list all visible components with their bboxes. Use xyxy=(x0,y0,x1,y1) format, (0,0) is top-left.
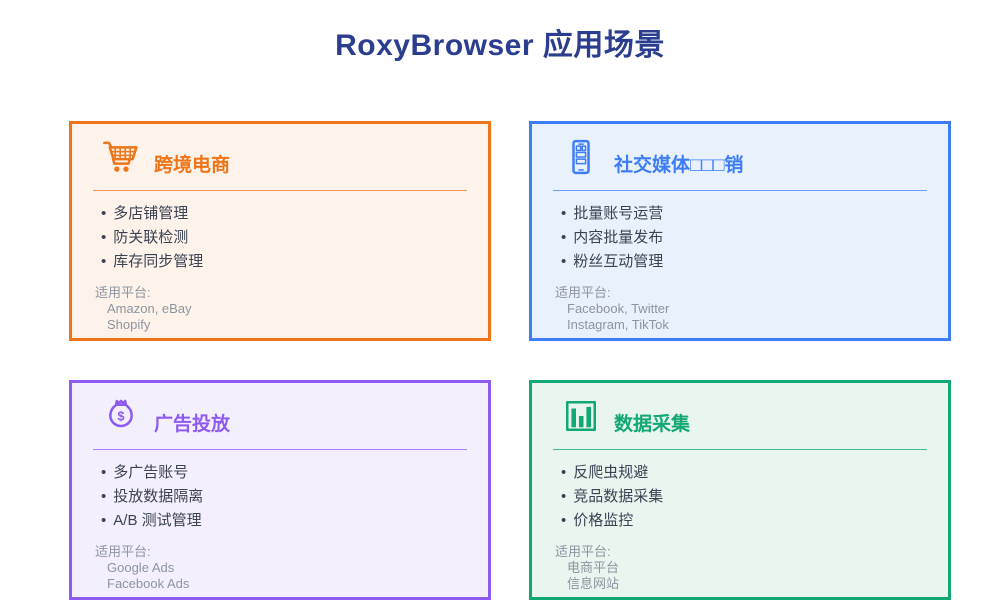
platforms-block: 适用平台: Google Ads Facebook Ads xyxy=(93,543,467,592)
card-title: 跨境电商 xyxy=(154,154,231,176)
platform-line: 信息网站 xyxy=(567,576,620,591)
svg-text:$: $ xyxy=(118,410,125,424)
card-title: 数据采集 xyxy=(614,413,691,435)
divider xyxy=(93,190,467,191)
divider xyxy=(93,449,467,450)
shopping-cart-icon xyxy=(101,137,141,177)
card-title: 社交媒体□□□销 xyxy=(614,154,744,176)
card-header: 跨境电商 xyxy=(93,124,467,186)
platforms-label: 适用平台: xyxy=(555,285,611,300)
platforms-label: 适用平台: xyxy=(95,544,151,559)
feature-item: 投放数据隔离 xyxy=(101,485,467,509)
feature-list: 批量账号运营 内容批量发布 粉丝互动管理 xyxy=(553,202,927,274)
money-bag-icon: $ xyxy=(101,396,141,436)
feature-item: 粉丝互动管理 xyxy=(561,250,927,274)
divider xyxy=(553,449,927,450)
feature-item: 库存同步管理 xyxy=(101,250,467,274)
feature-item: 价格监控 xyxy=(561,509,927,533)
scenario-card-data-collection: 数据采集 反爬虫规避 竞品数据采集 价格监控 适用平台: 电商平台 信息网站 xyxy=(529,380,951,600)
feature-item: 多广告账号 xyxy=(101,461,467,485)
feature-item: 反爬虫规避 xyxy=(561,461,927,485)
scenario-card-ad-placement: $ 广告投放 多广告账号 投放数据隔离 A/B 测试管理 适用平台: Googl… xyxy=(69,380,491,600)
feature-list: 反爬虫规避 竞品数据采集 价格监控 xyxy=(553,461,927,533)
platform-line: Shopify xyxy=(107,317,151,332)
feature-item: 内容批量发布 xyxy=(561,226,927,250)
mobile-phone-icon xyxy=(561,137,601,177)
scenario-cards-grid: 跨境电商 多店铺管理 防关联检测 库存同步管理 适用平台: Amazon, eB… xyxy=(69,121,951,600)
platform-line: Amazon, eBay xyxy=(107,301,192,316)
feature-list: 多广告账号 投放数据隔离 A/B 测试管理 xyxy=(93,461,467,533)
card-header: $ 广告投放 xyxy=(93,383,467,445)
feature-item: 防关联检测 xyxy=(101,226,467,250)
platforms-block: 适用平台: Amazon, eBay Shopify xyxy=(93,284,467,333)
feature-item: 批量账号运营 xyxy=(561,202,927,226)
feature-item: A/B 测试管理 xyxy=(101,509,467,533)
platforms-block: 适用平台: 电商平台 信息网站 xyxy=(553,543,927,592)
page-title: RoxyBrowser 应用场景 xyxy=(335,29,665,62)
platform-line: 电商平台 xyxy=(567,560,620,575)
platform-line: Facebook Ads xyxy=(107,576,190,591)
feature-list: 多店铺管理 防关联检测 库存同步管理 xyxy=(93,202,467,274)
platforms-label: 适用平台: xyxy=(555,544,611,559)
card-title: 广告投放 xyxy=(154,413,231,435)
scenario-card-cross-border-ecommerce: 跨境电商 多店铺管理 防关联检测 库存同步管理 适用平台: Amazon, eB… xyxy=(69,121,491,341)
platform-line: Instagram, TikTok xyxy=(567,317,669,332)
divider xyxy=(553,190,927,191)
platform-line: Facebook, Twitter xyxy=(567,301,670,316)
feature-item: 竞品数据采集 xyxy=(561,485,927,509)
bar-chart-icon xyxy=(561,396,601,436)
scenario-card-social-media-marketing: 社交媒体□□□销 批量账号运营 内容批量发布 粉丝互动管理 适用平台: Face… xyxy=(529,121,951,341)
platforms-label: 适用平台: xyxy=(95,285,151,300)
feature-item: 多店铺管理 xyxy=(101,202,467,226)
platforms-block: 适用平台: Facebook, Twitter Instagram, TikTo… xyxy=(553,284,927,333)
card-header: 数据采集 xyxy=(553,383,927,445)
card-header: 社交媒体□□□销 xyxy=(553,124,927,186)
platform-line: Google Ads xyxy=(107,560,175,575)
